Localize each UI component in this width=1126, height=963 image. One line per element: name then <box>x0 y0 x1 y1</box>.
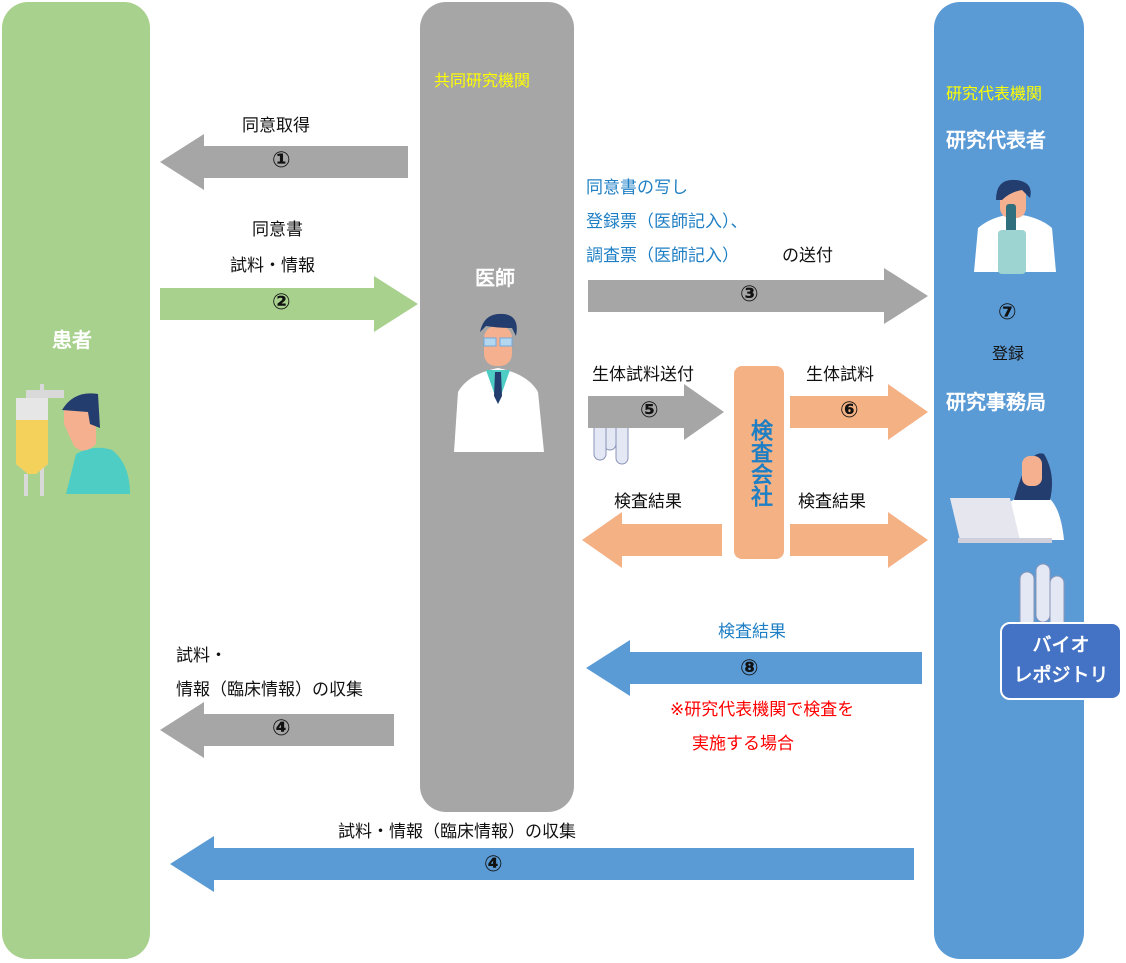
flow-2-label-line1: 同意書 <box>252 220 303 240</box>
flow-4b-step: ④ <box>484 852 503 877</box>
office-title: 研究事務局 <box>946 390 1046 414</box>
test-tube <box>1019 571 1035 629</box>
doctor-tie <box>494 372 502 404</box>
flow-3-step: ③ <box>740 282 759 307</box>
doctor-glasses <box>483 337 497 347</box>
patient-title: 患者 <box>52 328 92 352</box>
flow-arrow <box>582 512 722 568</box>
flow-arrow <box>790 512 928 568</box>
flow-8-note-line2: 実施する場合 <box>692 734 794 754</box>
biorepository-line2: レポジトリ <box>1013 664 1109 686</box>
flow-3-label-line1: 同意書の写し <box>586 178 688 198</box>
lead-institution-column <box>934 2 1084 959</box>
register-label: 登録 <box>992 344 1025 363</box>
iv-fluid <box>16 420 48 474</box>
arrow-shape <box>790 384 928 440</box>
iv-hanger <box>26 390 64 398</box>
flow-4-step: ④ <box>272 716 291 741</box>
flow-arrow <box>586 640 922 696</box>
flow-5-label: 生体試料送付 <box>592 365 694 385</box>
flow-arrow <box>160 134 408 190</box>
doctor-coat <box>454 368 544 452</box>
lab-company-box: 検査会社 <box>734 366 784 559</box>
lead-researcher-title: 研究代表者 <box>946 128 1046 152</box>
flow-arrow <box>790 384 928 440</box>
flow-1-label: 同意取得 <box>242 116 310 136</box>
researcher-hair <box>996 179 1031 200</box>
arrow-shape <box>586 640 922 696</box>
laptop-icon <box>950 498 1020 540</box>
microscope-icon <box>998 230 1026 274</box>
arrow-shape <box>160 134 408 190</box>
flow-5-step: ⑤ <box>640 398 659 423</box>
flow-4-label-line1: 試料・ <box>176 646 227 666</box>
flow-arrow <box>588 384 724 440</box>
arrow-shape <box>588 268 928 324</box>
staff-face <box>1022 456 1042 486</box>
flow-3-label-line3: 調査票（医師記入） <box>586 246 739 266</box>
lab-result-to-lead-label: 検査結果 <box>798 492 866 512</box>
flow-4b-label: 試料・情報（臨床情報）の収集 <box>338 822 576 842</box>
arrow-shape <box>588 384 724 440</box>
flow-3-label-line4: の送付 <box>782 246 833 266</box>
flow-arrow <box>588 268 928 324</box>
staff-coat <box>1006 493 1064 540</box>
arrow-shape <box>160 276 418 332</box>
flow-arrow <box>160 276 418 332</box>
office-staff-illustration <box>950 453 1064 543</box>
flow-arrow <box>160 702 394 758</box>
doctor-illustration <box>454 313 544 452</box>
flow-4-label-line2: 情報（臨床情報）の収集 <box>176 680 363 700</box>
iv-tube <box>24 474 28 496</box>
laptop-base <box>958 538 1052 543</box>
arrow-shape <box>790 512 928 568</box>
arrow-shape <box>170 836 914 892</box>
biorepository-badge: バイオ レポジトリ <box>1000 622 1122 700</box>
arrow-shape <box>582 512 722 568</box>
microscope-eyepiece <box>1006 204 1016 238</box>
arrow-shape <box>160 702 394 758</box>
flow-arrow <box>170 836 914 892</box>
test-tube <box>1035 563 1051 623</box>
patient-gown <box>66 447 130 494</box>
flow-8-label: 検査結果 <box>718 622 786 642</box>
lab-company-label: 検査会社 <box>747 418 772 507</box>
doctor-glasses-right <box>499 337 513 347</box>
flow-8-step: ⑧ <box>740 656 759 681</box>
patient-hair <box>62 393 100 428</box>
lead-org-label: 研究代表機関 <box>946 84 1043 103</box>
collaborating-org-label: 共同研究機関 <box>434 71 531 90</box>
patient-illustration <box>16 384 130 496</box>
step-7-marker: ⑦ <box>998 300 1017 325</box>
flow-6-step: ⑥ <box>840 398 859 423</box>
flow-6-label: 生体試料 <box>806 365 874 385</box>
flow-8-note-line1: ※研究代表機関で検査を <box>670 700 855 720</box>
lab-result-to-doctor-label: 検査結果 <box>614 492 682 512</box>
flow-2-label-line2: 試料・情報 <box>230 256 315 276</box>
doctor-hair <box>480 313 517 336</box>
flow-2-step: ② <box>272 290 291 315</box>
flow-1-step: ① <box>272 148 291 173</box>
flow-3-label-line2: 登録票（医師記入）、 <box>586 212 748 232</box>
researcher-illustration <box>974 179 1056 274</box>
biorepository-line1: バイオ <box>1032 634 1090 656</box>
doctor-title: 医師 <box>475 266 515 290</box>
biorepository-tubes-icon <box>1019 563 1065 631</box>
doctor-face <box>484 326 512 366</box>
